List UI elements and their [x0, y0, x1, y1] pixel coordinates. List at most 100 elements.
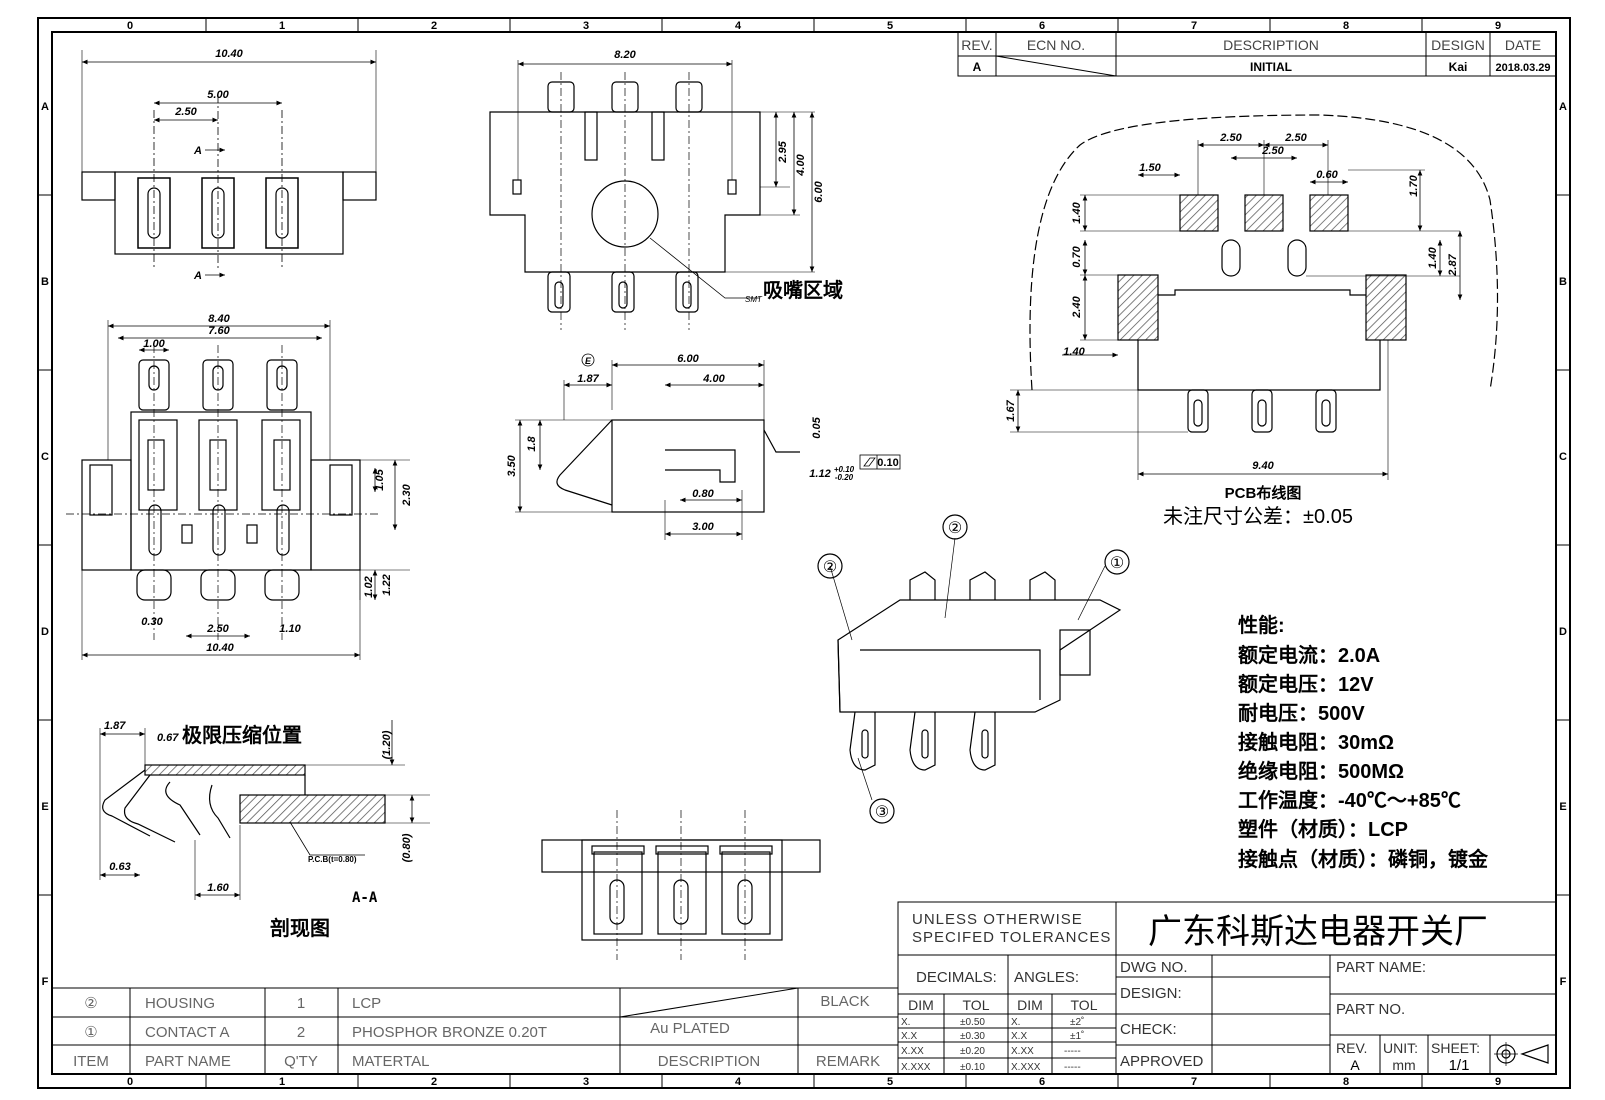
dim-label: 0.67 — [157, 732, 179, 744]
nozzle-label: 吸嘴区域 — [763, 278, 843, 302]
dim-label: 0.63 — [109, 861, 130, 873]
decimal-dim: X.XXX — [901, 1062, 931, 1073]
dim-label: 10.40 — [215, 48, 243, 60]
decimal-tol: ±0.50 — [960, 1017, 985, 1028]
dim-label: 6.00 — [677, 353, 699, 365]
dim-label: 2.50 — [206, 623, 229, 635]
dim-label: (1.20) — [381, 730, 393, 759]
design-value: Kai — [1449, 60, 1468, 74]
dim-label: -0.20 — [835, 473, 854, 482]
row-label: A — [1559, 101, 1567, 113]
dim-label: 1.87 — [577, 373, 599, 385]
tolerance-title-2: SPECIFED TOLERANCES — [912, 929, 1111, 946]
dim-header: DIM — [908, 997, 934, 1013]
row-label: A — [41, 101, 49, 113]
tol-header: TOL — [1071, 997, 1098, 1013]
side-view — [515, 353, 901, 540]
row-label: C — [1559, 451, 1567, 463]
angle-dim: X.XXX — [1011, 1062, 1041, 1073]
dim-label: 1.40 — [1071, 201, 1083, 223]
part-name-label: PART NAME: — [1336, 959, 1426, 976]
col-label: 8 — [1343, 20, 1349, 32]
ecn-header: ECN NO. — [1027, 37, 1085, 53]
dim-label: 0.05 — [811, 416, 823, 438]
angle-tol: ±1˚ — [1070, 1030, 1084, 1042]
dim-label: 7.60 — [208, 325, 230, 337]
spec-line: 塑件（材质）：LCP — [1238, 817, 1408, 841]
row-label: E — [1559, 801, 1566, 813]
angles-label: ANGLES: — [1014, 969, 1079, 986]
row-label: D — [41, 626, 49, 638]
bom-table: ② HOUSING 1 LCP BLACK ① CONTACT A 2 PHOS… — [51, 987, 899, 1075]
callout-3: ③ — [875, 804, 889, 821]
col-label: 5 — [887, 1076, 893, 1088]
dim-label: 3.50 — [506, 454, 518, 476]
callout-labels: ① ② ② ③ — [823, 520, 1124, 821]
decimals-label: DECIMALS: — [916, 969, 997, 986]
side-view-dims: 6.00 4.00 1.87 3.50 1.8 0.05 1.12 +0.10 … — [506, 353, 899, 533]
dim-label: 3.00 — [692, 521, 714, 533]
col-label: 3 — [583, 1076, 589, 1088]
spec-line: 耐电压：500V — [1238, 702, 1365, 725]
bom-qty: 2 — [297, 1024, 305, 1041]
front-view — [489, 60, 815, 330]
spec-line: 额定电压：12V — [1238, 672, 1374, 696]
bom-item: ② — [84, 995, 97, 1012]
dim-label: 2.50 — [1284, 132, 1307, 144]
decimal-dim: X.X — [901, 1031, 917, 1042]
bom-header-part: PART NAME — [145, 1053, 231, 1070]
compress-label: 极限压缩位置 — [182, 723, 302, 747]
col-label: 4 — [735, 1076, 742, 1088]
row-label: E — [41, 801, 48, 813]
bottom-middle-view — [541, 810, 821, 960]
decimal-dim: X.XX — [901, 1046, 924, 1057]
part-no-label: PART NO. — [1336, 1001, 1405, 1018]
sheet-label: SHEET: — [1431, 1040, 1480, 1056]
dim-label: 0.10 — [877, 457, 898, 469]
dwg-no-label: DWG NO. — [1120, 959, 1188, 976]
top-view — [81, 50, 377, 278]
spec-line: 额定电流：2.0A — [1238, 643, 1380, 667]
row-label: B — [1559, 276, 1567, 288]
section-mark: A — [193, 270, 202, 282]
pcb-label: P.C.B(t=0.80) — [308, 855, 357, 864]
col-label: 8 — [1343, 1076, 1349, 1088]
bom-material: LCP — [352, 995, 381, 1012]
datum-label: E — [585, 356, 592, 366]
date-header: DATE — [1505, 37, 1541, 53]
col-label: 2 — [431, 20, 437, 32]
col-label: 1 — [279, 1076, 285, 1088]
company-name: 广东科斯达电器开关厂 — [1148, 913, 1488, 951]
rev-value: A — [973, 60, 982, 74]
design-header: DESIGN — [1431, 37, 1485, 53]
decimal-tol: ±0.20 — [960, 1046, 985, 1057]
dim-label: 1.67 — [1005, 399, 1017, 421]
col-label: 0 — [127, 1076, 133, 1088]
bom-part: HOUSING — [145, 995, 215, 1012]
spec-line: 绝缘电阻：500MΩ — [1238, 759, 1404, 783]
bom-header-material: MATERTAL — [352, 1053, 430, 1070]
dim-label: 2.50 — [1261, 145, 1284, 157]
revision-table: REV. ECN NO. DESCRIPTION DESIGN DATE A I… — [957, 31, 1557, 77]
dim-label: 0.60 — [1316, 169, 1338, 181]
dim-label: 0.30 — [141, 616, 163, 628]
angle-dim: X.XX — [1011, 1046, 1034, 1057]
col-label: 6 — [1039, 20, 1045, 32]
tolerance-note: 未注尺寸公差：±0.05 — [1163, 505, 1353, 528]
bottom-view-dims: 8.40 7.60 1.00 1.05 2.30 1.02 1.22 0.30 … — [141, 313, 413, 654]
tol-header: TOL — [963, 997, 990, 1013]
col-label: 9 — [1495, 20, 1501, 32]
dim-label: 0.70 — [1071, 245, 1083, 267]
angle-tol: ±2˚ — [1070, 1016, 1084, 1028]
col-label: 4 — [735, 20, 742, 32]
bom-qty: 1 — [297, 995, 305, 1012]
row-label: B — [41, 276, 49, 288]
bom-part: CONTACT A — [145, 1024, 229, 1041]
unit-label: UNIT: — [1383, 1040, 1418, 1056]
dim-label: 1.70 — [1408, 174, 1420, 196]
callout-1: ① — [1110, 555, 1124, 572]
dim-label: (0.80) — [401, 833, 413, 862]
bom-remark: BLACK — [820, 993, 869, 1010]
dim-label: 1.05 — [374, 468, 386, 490]
